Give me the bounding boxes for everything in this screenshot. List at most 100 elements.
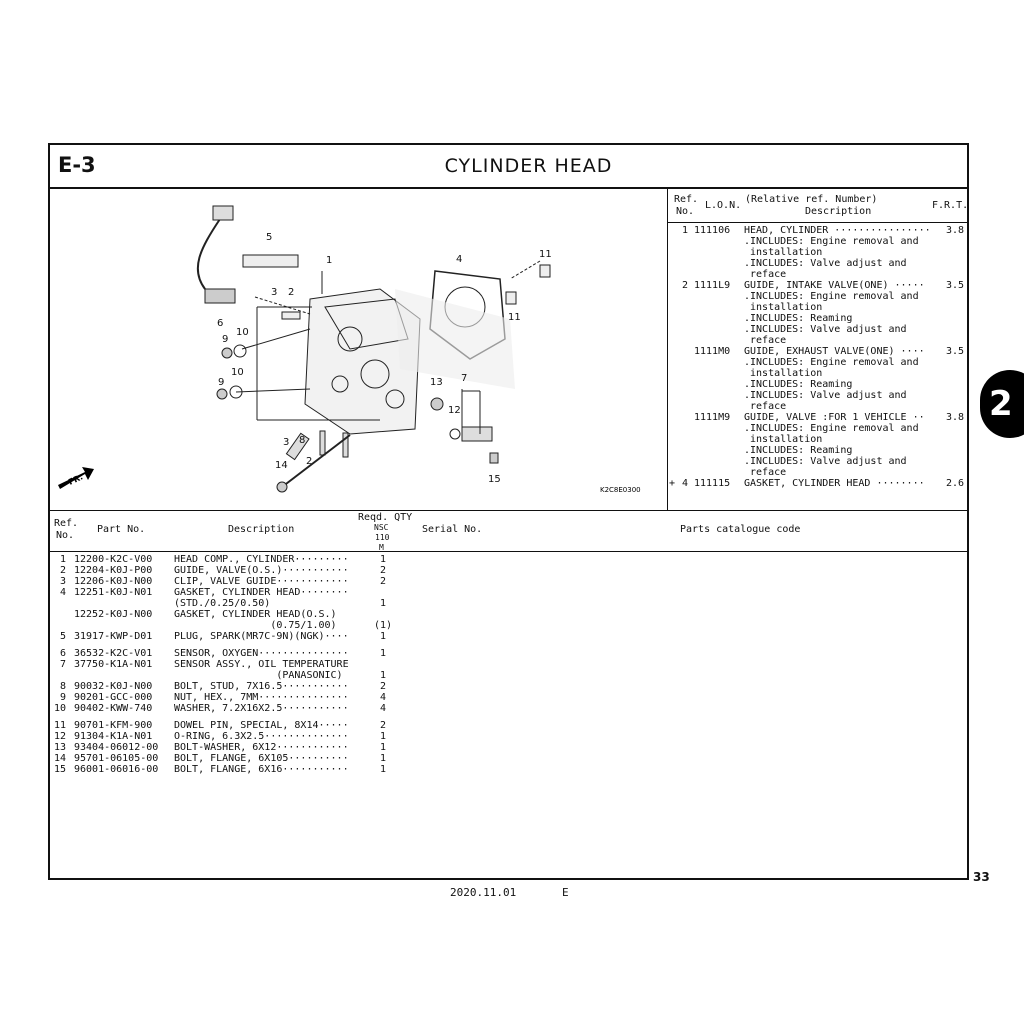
frt-frt: 3.5 [946,346,965,357]
part-no: 31917-KWP-D01 [74,631,153,642]
frt-row: installation [668,368,967,379]
part-no: 12204-K0J-P00 [74,565,153,576]
section-code: E-3 [58,153,96,177]
part-qty: 1 [380,631,387,642]
frt-desc: installation [744,302,823,313]
frt-table-header: Ref. No. L.O.N. (Relative ref. Number) D… [668,189,968,223]
footer-code: E [562,886,569,899]
frt-desc: HEAD, CYLINDER ················ [744,225,931,236]
frt-row: .INCLUDES: Reaming [668,445,967,456]
frt-frt: 3.8 [946,412,965,423]
frt-desc: .INCLUDES: Engine removal and [744,291,919,302]
parts-row: 9 90201-GCC-000 NUT, HEX., 7MM············… [50,692,967,703]
part-no: 36532-K2C-V01 [74,648,153,659]
frt-ref: 2 [682,280,689,291]
frt-row: reface [668,269,967,280]
frt-row: .INCLUDES: Valve adjust and [668,390,967,401]
frt-ref-header-no: No. [676,206,695,217]
frt-lon: 1111M9 [694,412,731,423]
part-qty: 1 [380,731,387,742]
part-desc: GASKET, CYLINDER HEAD(O.S.) [174,609,337,620]
parts-nsc-m-header: M [379,543,384,552]
parts-nsc-110-header: 110 [375,533,390,542]
frt-row: .INCLUDES: Reaming [668,313,967,324]
frt-desc: .INCLUDES: Valve adjust and [744,390,907,401]
part-no: 12200-K2C-V00 [74,554,153,565]
part-qty: 4 [380,703,387,714]
frt-desc-header-1: (Relative ref. Number) [745,194,878,205]
part-desc: SENSOR, OXYGEN··············· [174,648,349,659]
parts-description-header: Description [228,524,295,535]
parts-ref-header-no: No. [56,530,75,541]
part-qty: 1 [380,598,387,609]
callout-1: 1 [326,255,332,266]
frt-desc: reface [744,467,787,478]
frt-desc: installation [744,434,823,445]
part-desc: DOWEL PIN, SPECIAL, 8X14····· [174,720,349,731]
callout-2b: 2 [306,456,312,467]
frt-row: reface [668,335,967,346]
part-desc: BOLT, FLANGE, 6X16··········· [174,764,349,775]
callout-11b: 11 [508,312,521,323]
frt-row: .INCLUDES: Valve adjust and [668,324,967,335]
part-desc: HEAD COMP., CYLINDER········· [174,554,349,565]
frt-row: .INCLUDES: Engine removal and [668,291,967,302]
part-no: 93404-06012-00 [74,742,159,753]
frt-lon: 1111L9 [694,280,731,291]
callout-10: 10 [236,327,249,338]
frt-desc: GUIDE, VALVE :FOR 1 VEHICLE ·· [744,412,925,423]
part-qty: (1) [374,620,393,631]
part-ref: 4 [59,587,66,598]
callout-8: 8 [299,435,305,446]
part-ref: 11 [53,720,66,731]
parts-reqd-qty-header: Reqd. QTY [358,512,413,523]
part-qty: 2 [380,681,387,692]
cylinder-head-drawing: 1 2 2 3 3 4 5 6 7 8 8 9 9 10 10 11 11 [58,205,641,494]
part-no: 37750-K1A-N01 [74,659,153,670]
frt-desc: installation [744,368,823,379]
part-ref: 13 [53,742,66,753]
frt-desc: .INCLUDES: Valve adjust and [744,324,907,335]
part-qty: 2 [380,576,387,587]
part-ref: 15 [53,764,66,775]
frt-ref: 1 [682,225,689,236]
callout-6: 6 [217,318,223,329]
parts-serial-header: Serial No. [422,524,483,535]
part-desc: NUT, HEX., 7MM··············· [174,692,349,703]
frt-row: .INCLUDES: Valve adjust and [668,258,967,269]
part-desc: PLUG, SPARK(MR7C-9N)(NGK)···· [174,631,349,642]
part-desc: (PANASONIC) [174,670,343,681]
part-qty: 1 [380,648,387,659]
part-desc: BOLT, STUD, 7X16.5··········· [174,681,349,692]
section-tab: 2 [980,370,1024,438]
part-desc: (STD./0.25/0.50) [174,598,271,609]
part-qty: 2 [380,565,387,576]
frt-lon-header: L.O.N. [705,200,742,211]
part-ref: 9 [59,692,66,703]
page-title: CYLINDER HEAD [444,155,613,177]
part-desc: BOLT, FLANGE, 6X105·········· [174,753,349,764]
part-no: 90201-GCC-000 [74,692,153,703]
callout-14: 14 [275,460,288,471]
frt-frt: 2.6 [946,478,965,489]
parts-catalogue-code-header: Parts catalogue code [680,524,801,535]
frt-mark: + [669,478,676,489]
part-desc: O-RING, 6.3X2.5·············· [174,731,349,742]
part-no: 95701-06105-00 [74,753,159,764]
part-no: 12206-K0J-N00 [74,576,153,587]
frt-desc: GUIDE, EXHAUST VALVE(ONE) ···· [744,346,925,357]
frt-row: 1111M9 GUIDE, VALVE :FOR 1 VEHICLE ·· 3.8 [668,412,967,423]
callout-3: 3 [271,287,277,298]
